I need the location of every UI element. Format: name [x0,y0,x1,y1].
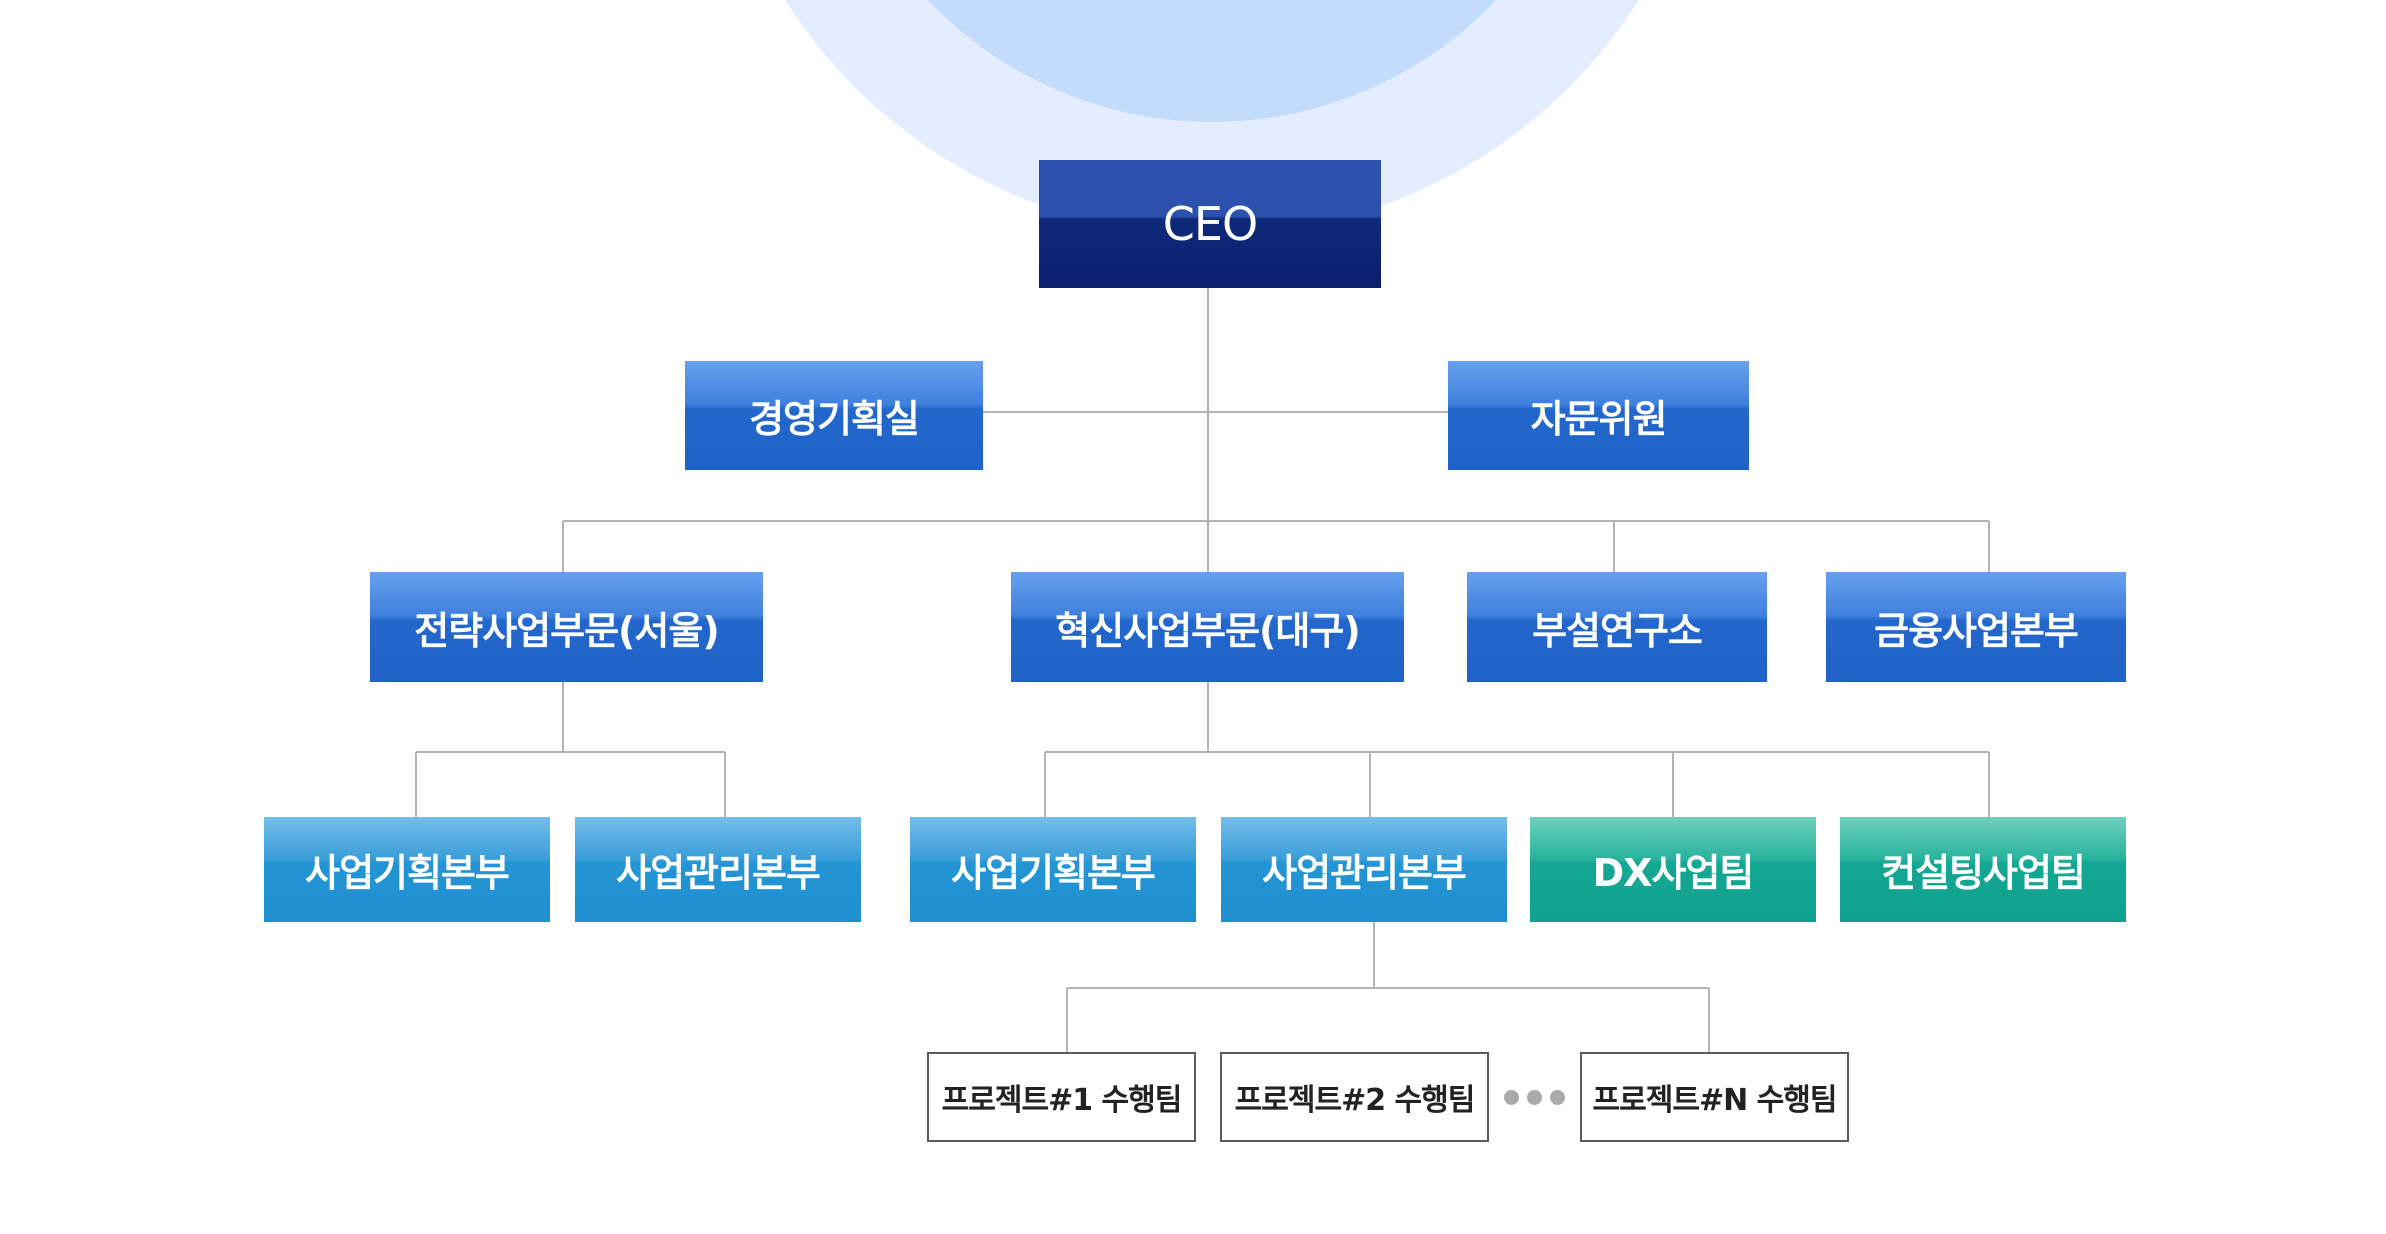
strategy-division-box: 전략사업부문(서울) [370,572,763,682]
project-team-n-box: 프로젝트#N 수행팀 [1580,1052,1849,1142]
ellipsis-dot [1550,1090,1565,1105]
consulting-team-box: 컨설팅사업팀 [1840,817,2126,922]
project-team-2-box: 프로젝트#2 수행팀 [1220,1052,1489,1142]
seoul-management-dept-box: 사업관리본부 [575,817,861,922]
ceo-box: CEO [1039,160,1381,288]
daegu-management-dept-box: 사업관리본부 [1221,817,1507,922]
daegu-planning-dept-box: 사업기획본부 [910,817,1196,922]
ellipsis-dot [1527,1090,1542,1105]
advisory-committee-box: 자문위원 [1448,361,1749,470]
seoul-planning-dept-box: 사업기획본부 [264,817,550,922]
ellipsis-dot [1504,1090,1519,1105]
research-institute-box: 부설연구소 [1467,572,1767,682]
management-planning-box: 경영기획실 [685,361,983,470]
dx-team-box: DX사업팀 [1530,817,1816,922]
innovation-division-box: 혁신사업부문(대구) [1011,572,1404,682]
bg-circle-inner [927,0,1497,122]
finance-division-box: 금융사업본부 [1826,572,2126,682]
project-team-1-box: 프로젝트#1 수행팀 [927,1052,1196,1142]
